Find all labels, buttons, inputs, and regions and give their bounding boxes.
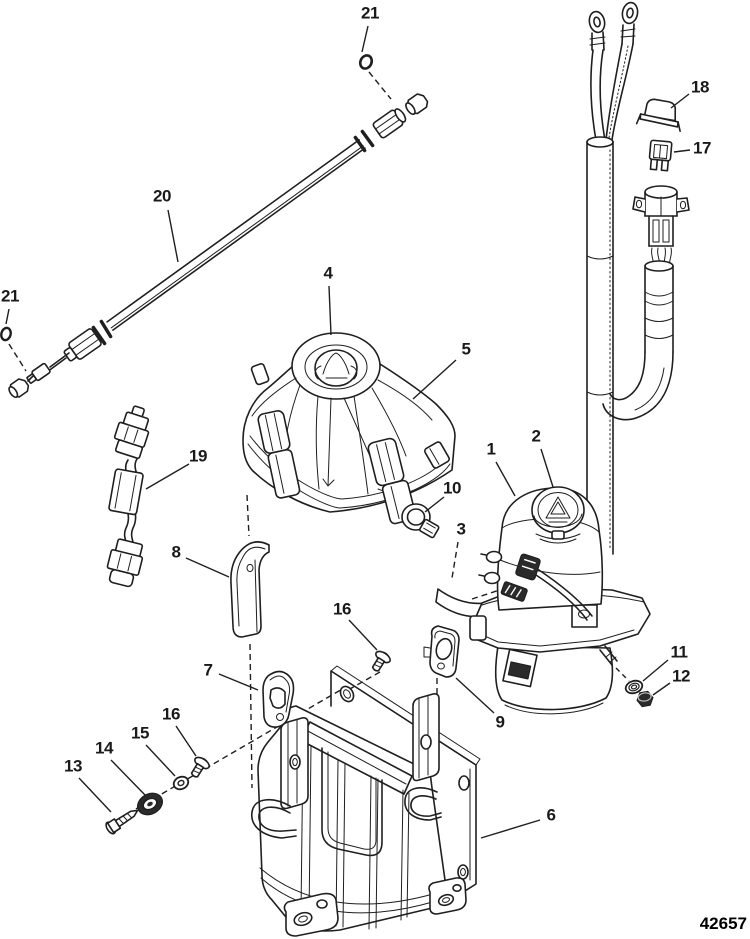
part-pump-1: [469, 487, 651, 715]
leader-18-5: [670, 93, 690, 109]
leader-14-17: [110, 759, 147, 797]
part-clamp-10: [401, 503, 440, 539]
leader-20-1: [167, 209, 179, 263]
part-tab-7: [262, 670, 295, 728]
drawing-number: 42657: [699, 914, 747, 933]
part-supply-hose: [602, 260, 674, 421]
part-fuse-17: [648, 139, 673, 172]
leader-8-12: [185, 557, 230, 578]
leader-13-18: [78, 777, 112, 813]
part-washer-15: [172, 775, 190, 791]
leader-6-22: [480, 819, 541, 839]
part-oring-21-top: [358, 54, 374, 70]
part-harness-19: [106, 405, 150, 588]
leader-15-16: [145, 744, 176, 777]
leader-12-20: [652, 682, 671, 696]
part-washer-11: [624, 679, 644, 695]
leader-7-14: [218, 673, 259, 691]
leader-10-10: [424, 496, 445, 513]
leader-21-0: [361, 25, 369, 53]
leader-19-7: [145, 463, 190, 490]
part-bucket-6: [251, 665, 481, 937]
part-cap-2: [531, 486, 585, 540]
leader-9-21: [455, 677, 495, 714]
part-bracket-8: [230, 541, 270, 638]
leader-2-9: [540, 448, 554, 488]
leader-4-3: [328, 285, 332, 336]
part-bracket-9: [423, 625, 460, 678]
leader-5-4: [412, 359, 457, 400]
part-screw-16a: [371, 650, 391, 672]
part-hose-20: [26, 108, 407, 384]
part-boot-18: [635, 98, 681, 133]
part-screw-16b: [190, 756, 210, 778]
part-plug-lower: [8, 378, 30, 399]
leader-1-8: [495, 461, 516, 497]
leader-16-13: [348, 619, 378, 651]
leader-21-2: [5, 308, 10, 325]
part-nut-12: [636, 690, 654, 708]
leader-17-6: [673, 149, 691, 153]
part-cable-sleeve: [586, 136, 614, 555]
battery-cables: [588, 1, 639, 141]
leader-3-11: [451, 541, 459, 579]
part-oring-21-left: [0, 326, 12, 342]
leader-16-15: [175, 725, 197, 757]
part-grommet-14: [137, 792, 163, 816]
part-plug-upper: [405, 93, 429, 116]
part-connector: [632, 185, 690, 268]
part-cover-4-5: [242, 332, 456, 525]
leader-lines: [5, 25, 691, 839]
leader-11-19: [642, 659, 669, 682]
part-screw-13: [105, 809, 139, 835]
